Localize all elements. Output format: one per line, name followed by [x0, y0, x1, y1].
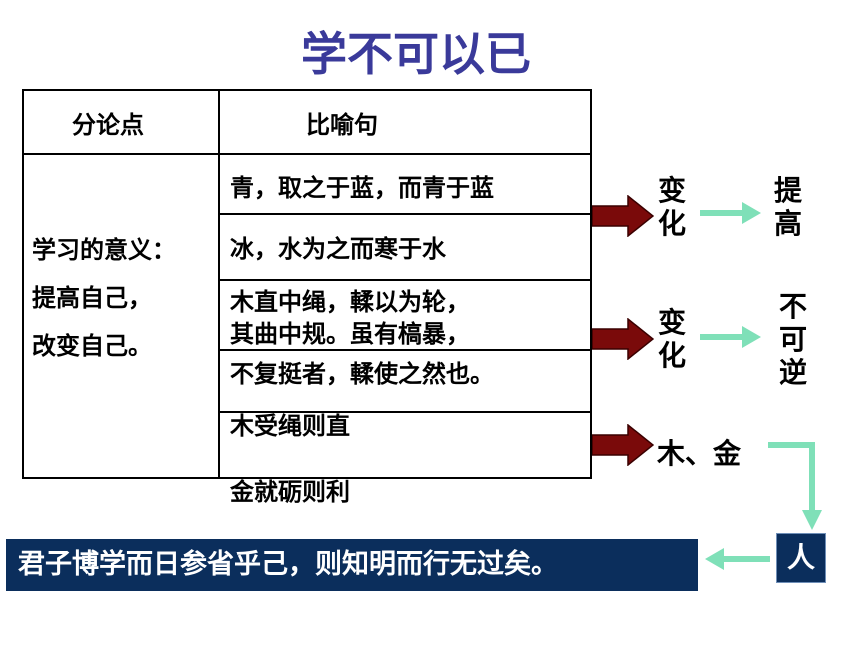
table-border-left: [22, 89, 24, 479]
metaphor-mu-line2: 其曲中规。虽有槁暴，: [230, 320, 470, 348]
header-metaphor: 比喻句: [306, 111, 378, 139]
result-label-irreversible: 不可逆: [778, 290, 807, 389]
table-border-right: [590, 89, 592, 479]
comparison-table: 分论点 比喻句 学习的意义： 提高自己， 改变自己。: [22, 89, 592, 479]
subpoint-cell: 学习的意义： 提高自己， 改变自己。: [32, 226, 176, 370]
left-arrow-icon: [704, 546, 770, 572]
metaphor-sheng: 木受绳则直: [230, 412, 350, 440]
table-border-bottom: [22, 477, 592, 479]
materials-label: 木、金: [657, 437, 742, 470]
row-divider: [218, 411, 592, 413]
metaphor-mu-line1: 木直中绳，輮以为轮，: [230, 288, 470, 316]
metaphor-qing: 青，取之于蓝，而青于蓝: [230, 174, 494, 202]
metaphor-mu-line3: 不复挺者，輮使之然也。: [230, 360, 494, 388]
change-label-2: 变化: [657, 306, 686, 372]
table-header-divider: [22, 153, 592, 155]
page-title: 学不可以已: [301, 27, 531, 81]
conclusion-banner: 君子博学而日参省乎己，则知明而行无过矣。: [6, 539, 698, 591]
person-box: 人: [776, 533, 826, 583]
down-arrow-icon: [768, 440, 832, 532]
result-label-improve: 提高: [773, 174, 802, 240]
metaphor-li: 金就砺则利: [230, 478, 350, 506]
row-divider: [218, 213, 592, 215]
red-arrow-icon: [592, 424, 654, 466]
row-divider: [218, 349, 592, 351]
change-label-1: 变化: [657, 174, 686, 240]
subpoint-line: 改变自己。: [32, 332, 152, 360]
green-arrow-icon: [700, 324, 762, 350]
red-arrow-icon: [592, 318, 654, 360]
subpoint-line: 提高自己，: [32, 284, 152, 312]
metaphor-bing: 冰，水为之而寒于水: [230, 235, 446, 263]
red-arrow-icon: [592, 195, 654, 237]
table-border-top: [22, 89, 592, 91]
green-arrow-icon: [700, 200, 762, 226]
subpoint-line: 学习的意义：: [32, 236, 176, 264]
header-subpoint: 分论点: [72, 111, 144, 139]
table-column-divider: [218, 89, 220, 479]
row-divider: [218, 279, 592, 281]
